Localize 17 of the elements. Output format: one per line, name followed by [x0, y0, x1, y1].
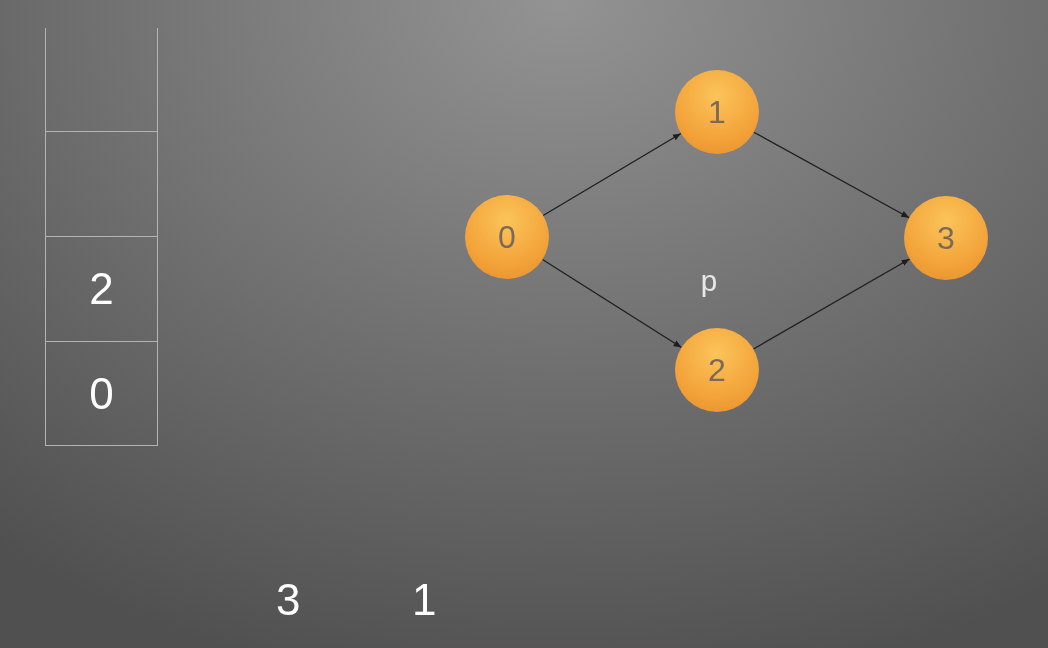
- variable-label: p: [700, 268, 718, 298]
- stack-cell: [45, 342, 158, 446]
- arrow: [541, 258, 683, 349]
- stack-cell: [45, 132, 158, 237]
- arrow: [752, 258, 911, 350]
- node-number: 2: [708, 351, 726, 389]
- stack-cell: [45, 28, 158, 132]
- arrow: [753, 131, 910, 219]
- node-number: 3: [937, 219, 955, 257]
- stack-cell: [45, 237, 158, 342]
- node-number: 1: [708, 93, 726, 131]
- stack-value: 2: [89, 264, 114, 314]
- output-value: 1: [412, 578, 437, 622]
- output-value: 3: [276, 578, 301, 622]
- arrow: [542, 132, 682, 217]
- stack-value: 0: [89, 368, 114, 419]
- node-number: 0: [498, 218, 516, 256]
